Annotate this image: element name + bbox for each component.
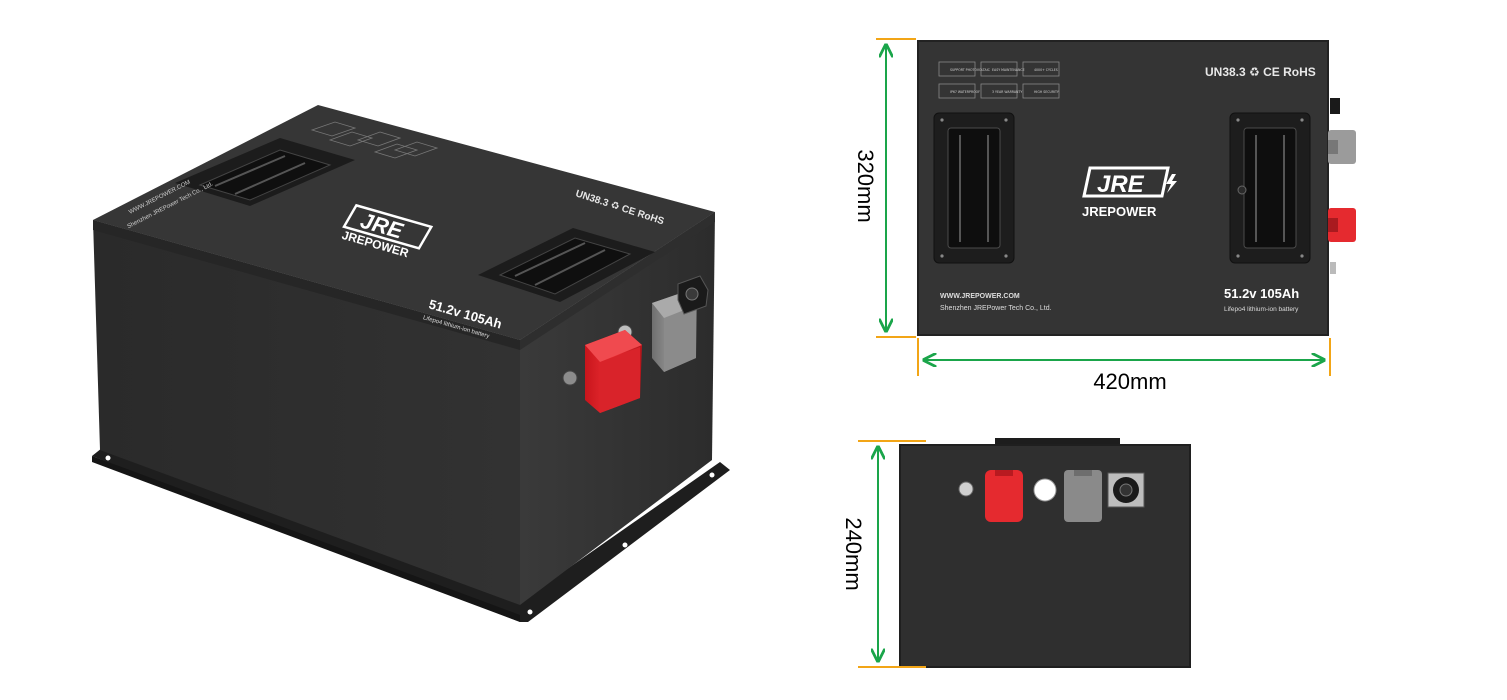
negative-terminal-cover (1064, 470, 1102, 522)
model-text: 51.2v 105Ah (1224, 286, 1299, 301)
bolt (958, 481, 974, 497)
certifications-text: UN38.3 ♻ CE RoHS (1205, 65, 1316, 79)
logo-frame-isometric (342, 203, 434, 250)
negative-terminal-cover (1328, 130, 1356, 164)
badge-label: IP67 WATERPROOF (950, 90, 980, 94)
positive-terminal-cover (985, 470, 1023, 522)
dimension-height: 240mm (841, 440, 926, 668)
brand-name: JREPOWER (1082, 204, 1157, 219)
vent-cap (1033, 478, 1057, 502)
badge-label: 4000+ CYCLES (1034, 68, 1058, 72)
mount-hole (709, 472, 715, 478)
mount-hole (105, 455, 111, 461)
mount-hole (527, 609, 533, 615)
mount-hole (622, 542, 628, 548)
handle-icon (478, 228, 655, 302)
feature-badges: SUPPORT PHOTOVOLTAIC EASY MAINTENANCE 40… (938, 61, 1060, 99)
lightning-bolt-icon (1166, 174, 1177, 193)
feature-badges-isometric (310, 121, 439, 159)
battery-isometric-view: WWW.JREPOWER.COM Shenzhen JREPower Tech … (92, 105, 730, 622)
terminals-isometric (562, 275, 709, 413)
dimension-length: 420mm (917, 338, 1331, 394)
brand-logo: JRE JREPOWER (1082, 166, 1177, 219)
handle-icon (933, 112, 1015, 264)
handle-icon (1229, 112, 1311, 264)
mounting-flange (92, 448, 730, 622)
positive-terminal-cover (585, 330, 642, 413)
website-text: WWW.JREPOWER.COM (940, 293, 1020, 300)
positive-terminal-cover (1328, 208, 1356, 242)
height-label: 240mm (841, 517, 866, 590)
battery-top-view: SUPPORT PHOTOVOLTAIC EASY MAINTENANCE 40… (917, 40, 1356, 336)
width-label: 320mm (853, 149, 878, 222)
battery-side-view (899, 438, 1191, 668)
company-text: Shenzhen JREPower Tech Co., Ltd. (940, 305, 1052, 312)
badge-label: HIGH SECURITY (1034, 90, 1059, 94)
chemistry-text: Lifepo4 lithium-ion battery (1224, 306, 1299, 313)
badge-label: EASY MAINTENANCE (992, 68, 1025, 72)
dimension-width: 320mm (853, 38, 916, 338)
handle-icon (175, 138, 355, 206)
battery-side-face-flat (900, 445, 1190, 667)
badge-label: 3 YEAR WARRANTY (992, 90, 1022, 94)
length-label: 420mm (1093, 369, 1166, 394)
logo-text: JRE (1097, 171, 1145, 198)
badge-label: SUPPORT PHOTOVOLTAIC (950, 68, 991, 72)
